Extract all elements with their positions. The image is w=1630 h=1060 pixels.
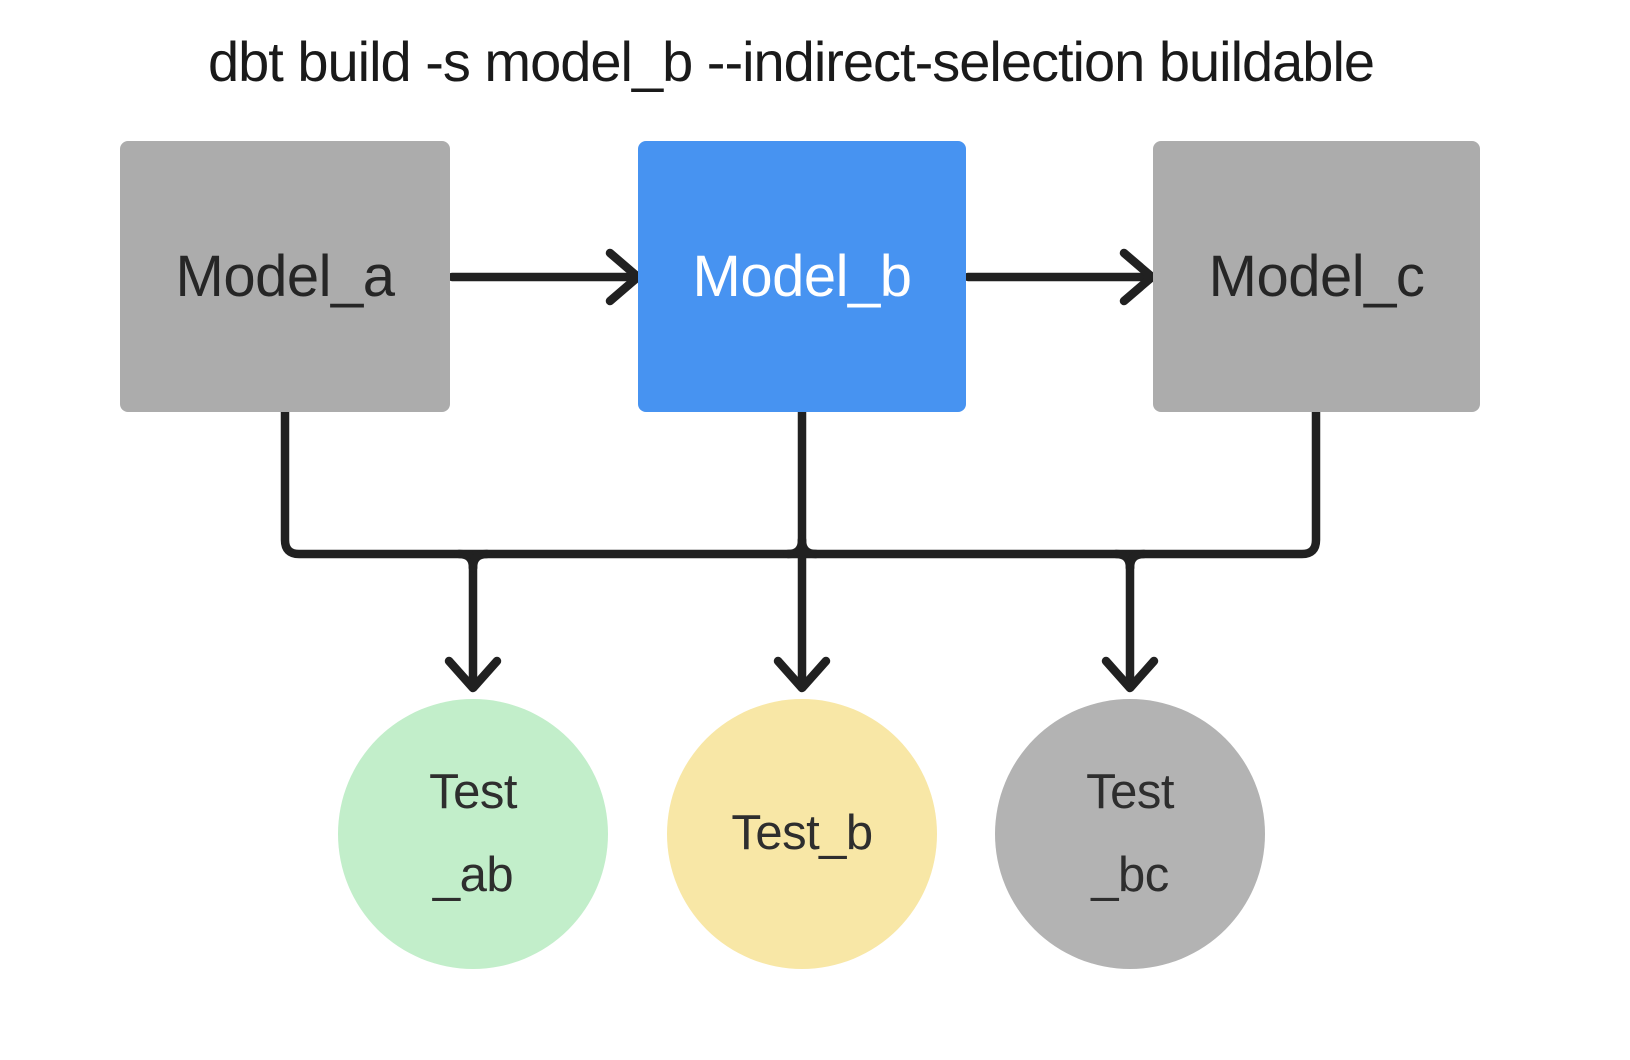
node-test-ab-label-line1: Test — [429, 764, 517, 819]
arrowhead-model-b-to-model-c — [1119, 248, 1157, 306]
node-test-b: Test_b — [667, 699, 937, 969]
node-test-b-label: Test_b — [731, 806, 873, 861]
connector-test-bc-fillet-right — [1125, 549, 1149, 573]
node-model-b-label: Model_b — [692, 244, 912, 309]
node-test-bc-label-line1: Test — [1086, 764, 1174, 819]
node-test-bc: Test _bc — [995, 699, 1265, 969]
node-model-c: Model_c — [1153, 141, 1480, 412]
node-test-bc-label-line2: _bc — [1091, 848, 1169, 902]
node-test-ab-label-line2: _ab — [432, 848, 514, 902]
node-model-c-label: Model_c — [1208, 244, 1425, 309]
connector-test-ab-fillet-right — [468, 549, 492, 573]
node-model-a: Model_a — [120, 141, 450, 412]
diagram-title: dbt build -s model_b --indirect-selectio… — [207, 30, 1375, 93]
connector-model-b-fillet-right — [797, 535, 821, 559]
arrowhead-to-test-b — [773, 656, 831, 693]
arrowhead-to-test-ab — [444, 656, 502, 693]
node-test-ab: Test _ab — [338, 699, 608, 969]
node-model-a-label: Model_a — [175, 244, 395, 309]
arrowhead-to-test-bc — [1101, 656, 1159, 693]
node-model-b-selected: Model_b — [638, 141, 966, 412]
